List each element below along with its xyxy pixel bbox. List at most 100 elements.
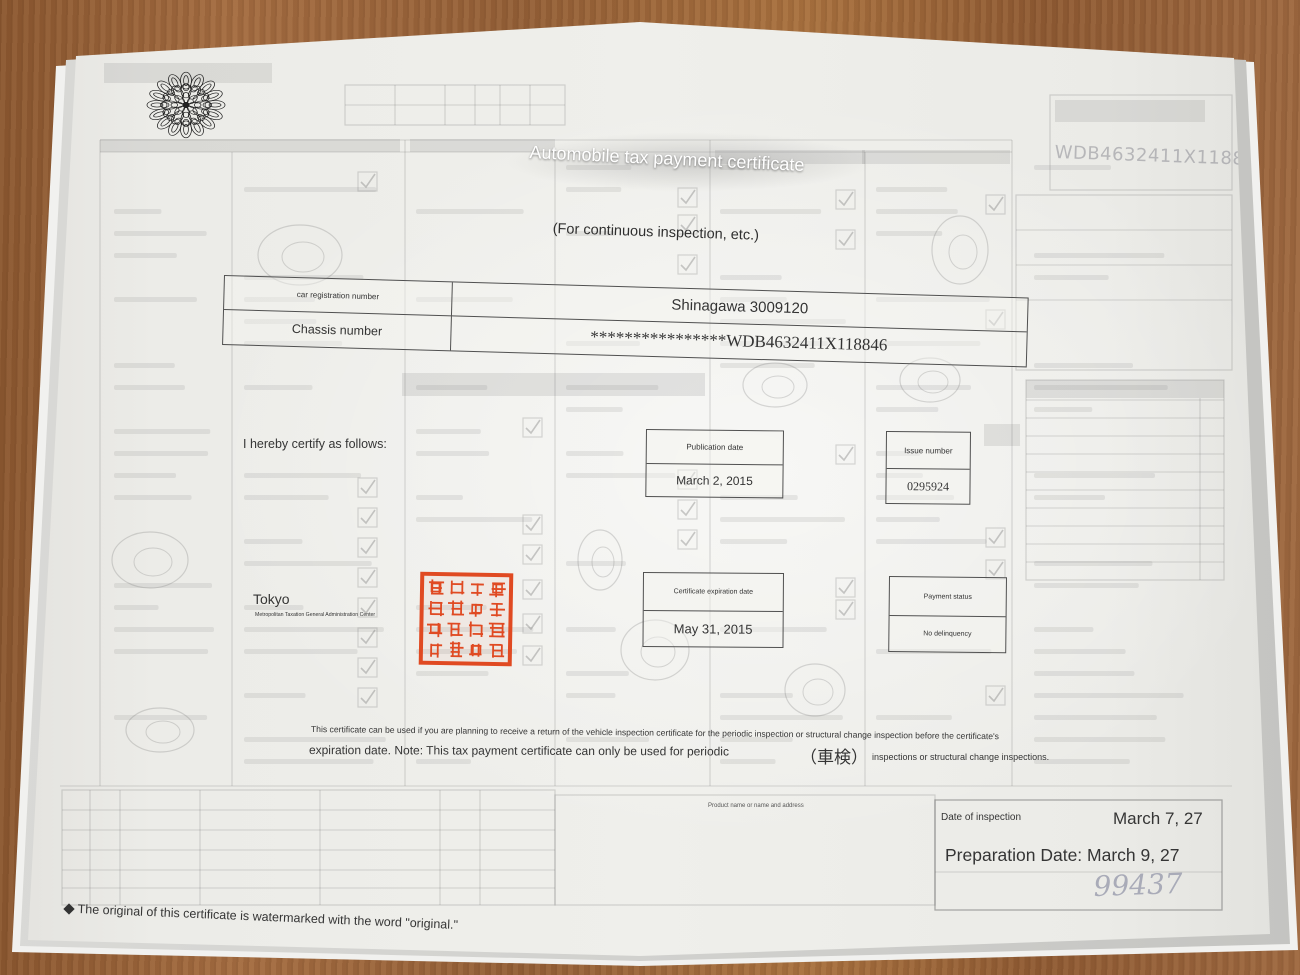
faint-printed-text xyxy=(1034,253,1165,258)
publication-date-box: Publication date March 2, 2015 xyxy=(645,429,784,499)
faint-printed-text xyxy=(244,297,315,302)
emblem-outer-petal xyxy=(149,90,170,102)
notice-line-2-end: inspections or structural change inspect… xyxy=(872,752,1050,762)
faint-printed-text xyxy=(566,473,676,478)
emblem-small-petal xyxy=(162,108,171,115)
check-mark-icon xyxy=(360,479,376,495)
check-mark-icon xyxy=(838,231,854,247)
faint-printed-text xyxy=(720,165,788,170)
faint-printed-text xyxy=(114,649,209,654)
faint-printed-text xyxy=(566,407,623,412)
faint-printed-text xyxy=(244,649,358,654)
emblem-middle-petal xyxy=(171,85,184,100)
faint-printed-text xyxy=(416,385,488,390)
form-box xyxy=(1015,194,1233,371)
form-checkbox xyxy=(985,685,1006,706)
faint-printed-text xyxy=(244,275,364,280)
check-mark-icon xyxy=(680,216,696,232)
seal-stroke xyxy=(492,583,503,594)
check-mark-icon xyxy=(525,546,541,562)
emblem-outer-petal xyxy=(180,71,192,90)
form-checkbox xyxy=(677,529,698,550)
check-mark-icon xyxy=(680,471,696,487)
form-box xyxy=(344,84,566,126)
faint-printed-text xyxy=(244,605,304,610)
faint-printed-text xyxy=(1034,407,1093,412)
faint-printed-text xyxy=(720,627,827,632)
handwritten-number: 99437 xyxy=(1093,866,1184,903)
faint-printed-text xyxy=(876,385,971,390)
check-mark-icon xyxy=(988,196,1004,212)
emblem-petal-vein xyxy=(208,102,222,108)
faint-part-illustration xyxy=(761,375,795,399)
issue-number-value: 0295924 xyxy=(906,478,950,494)
faint-printed-text xyxy=(244,495,329,500)
issue-number-box: Issue number 0295924 xyxy=(885,431,971,505)
faint-printed-text xyxy=(1034,385,1168,390)
faint-printed-text xyxy=(244,627,384,632)
inspection-date-label: Date of inspection xyxy=(941,812,1022,823)
faint-printed-text xyxy=(566,561,626,566)
faint-printed-text xyxy=(1034,715,1157,720)
check-mark-icon xyxy=(525,419,541,435)
faint-printed-text xyxy=(876,649,992,654)
seal-stroke xyxy=(430,582,442,593)
emblem-petal-vein xyxy=(193,77,201,88)
check-mark-icon xyxy=(525,647,541,663)
faint-printed-text xyxy=(1034,759,1130,764)
faint-printed-text xyxy=(720,539,788,544)
form-header-band xyxy=(100,139,400,152)
check-mark-icon xyxy=(988,529,1004,545)
form-checkbox xyxy=(835,599,856,620)
form-checkbox xyxy=(677,499,698,520)
emblem-small-petal xyxy=(202,102,212,108)
faint-printed-text xyxy=(1034,275,1109,280)
form-checkbox xyxy=(357,537,378,558)
faint-printed-text xyxy=(244,473,362,478)
form-header-band xyxy=(1055,100,1205,122)
faint-printed-text xyxy=(114,297,197,302)
emblem-outer-petal xyxy=(168,74,182,91)
emblem-small-petal xyxy=(196,89,205,96)
emblem-outer-petal xyxy=(168,119,182,136)
check-mark-icon xyxy=(988,311,1004,327)
faint-printed-text xyxy=(416,297,513,302)
faint-printed-text xyxy=(1034,363,1133,368)
form-checkbox xyxy=(357,477,378,498)
emblem-petal-vein xyxy=(183,75,189,86)
inspection-date-box xyxy=(934,799,1223,911)
emblem-middle-petal xyxy=(171,110,184,125)
check-mark-icon xyxy=(680,531,696,547)
check-mark-icon xyxy=(680,189,696,205)
faint-printed-text xyxy=(876,495,955,500)
form-checkbox xyxy=(677,214,698,235)
form-checkbox xyxy=(835,189,856,210)
form-checkbox xyxy=(522,514,543,535)
emblem-middle-petal xyxy=(180,83,192,99)
check-mark-icon xyxy=(360,659,376,675)
form-checkbox xyxy=(677,254,698,275)
faint-printed-text xyxy=(114,209,162,214)
payment-status-value: No delinquency xyxy=(923,630,972,638)
faint-part-illustration xyxy=(784,663,846,717)
faint-printed-text xyxy=(876,187,948,192)
faint-printed-text xyxy=(114,605,159,610)
seal-stroke xyxy=(470,644,482,655)
emblem-small-petal xyxy=(174,85,182,93)
faint-printed-text xyxy=(720,209,822,214)
emblem-petal-vein xyxy=(150,102,164,108)
faint-printed-text xyxy=(876,517,940,522)
faint-printed-text xyxy=(720,715,843,720)
form-checkbox xyxy=(985,194,1006,215)
faint-printed-text xyxy=(1034,671,1135,676)
payment-status-box: Payment status No delinquency xyxy=(888,576,1007,654)
emblem-small-petal xyxy=(182,118,190,127)
faint-printed-text xyxy=(1034,165,1111,170)
check-mark-icon xyxy=(988,561,1004,577)
faint-printed-text xyxy=(114,231,207,236)
form-checkbox xyxy=(357,507,378,528)
form-header-band xyxy=(984,424,1020,446)
form-box xyxy=(1025,379,1225,581)
faint-part-illustration xyxy=(931,215,989,285)
product-name-label: Product name or name and address xyxy=(708,803,804,809)
